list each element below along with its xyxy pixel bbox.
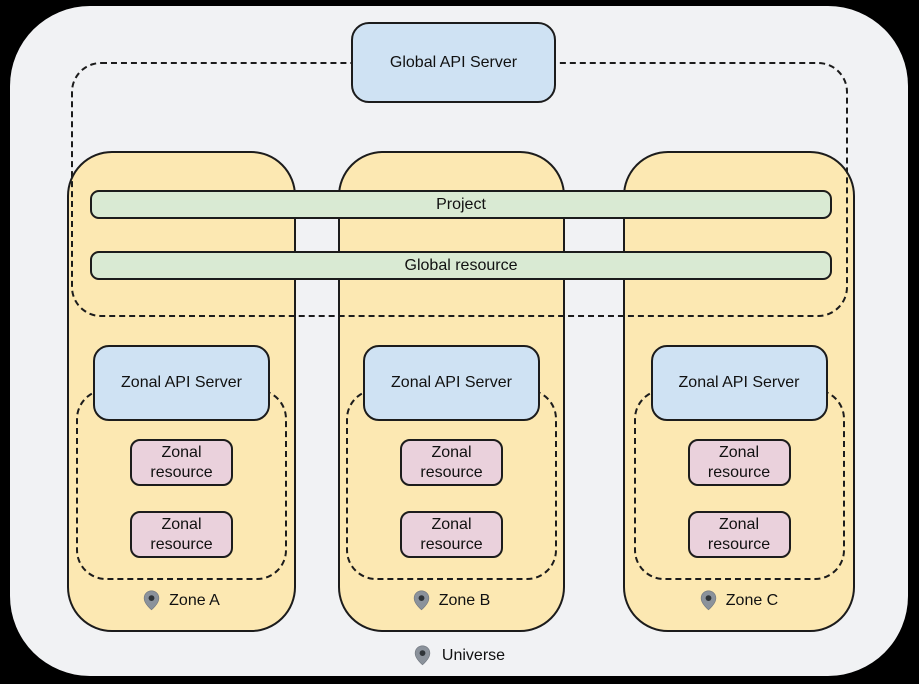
- universe-name: Universe: [441, 646, 506, 664]
- zone-name: Zone B: [438, 591, 491, 609]
- zonal-resource-label: Zonal resource: [707, 444, 771, 481]
- universe-label: Universe: [0, 645, 919, 666]
- project-bar-label: Project: [436, 195, 486, 213]
- location-pin-icon: [143, 590, 160, 611]
- zonal-api-server-node: Zonal API Server: [650, 345, 828, 421]
- zonal-api-server-label: Zonal API Server: [678, 374, 800, 391]
- zone-container-b: Zonal API Server Zonal resource Zonal re…: [338, 151, 565, 632]
- zonal-resource-node: Zonal resource: [687, 511, 791, 558]
- location-pin-icon: [414, 645, 431, 666]
- zonal-resource-node: Zonal resource: [130, 439, 233, 486]
- zone-name: Zone C: [725, 591, 779, 609]
- zone-name: Zone A: [169, 591, 220, 609]
- zonal-api-server-node: Zonal API Server: [93, 345, 270, 421]
- zonal-resource-node: Zonal resource: [687, 439, 791, 486]
- zonal-resource-label: Zonal resource: [150, 516, 213, 553]
- zonal-api-server-node: Zonal API Server: [363, 345, 540, 421]
- global-api-server-label: Global API Server: [389, 53, 518, 71]
- location-pin-icon: [700, 590, 717, 611]
- zonal-api-server-label: Zonal API Server: [391, 374, 512, 391]
- zonal-resource-node: Zonal resource: [130, 511, 233, 558]
- global-resource-bar: Global resource: [90, 251, 832, 280]
- zonal-resource-node: Zonal resource: [400, 511, 503, 558]
- zonal-api-server-label: Zonal API Server: [121, 374, 242, 391]
- zone-container-c: Zonal API Server Zonal resource Zonal re…: [623, 151, 855, 632]
- zone-label: Zone C: [625, 590, 853, 611]
- location-pin-icon: [413, 590, 430, 611]
- zonal-resource-label: Zonal resource: [150, 444, 213, 481]
- zonal-resource-label: Zonal resource: [707, 516, 771, 553]
- project-bar: Project: [90, 190, 832, 219]
- zone-container-a: Zonal API Server Zonal resource Zonal re…: [67, 151, 296, 632]
- zone-label: Zone B: [340, 590, 563, 611]
- zonal-resource-label: Zonal resource: [420, 516, 483, 553]
- zonal-resource-node: Zonal resource: [400, 439, 503, 486]
- global-resource-bar-label: Global resource: [404, 256, 518, 274]
- zone-label: Zone A: [69, 590, 294, 611]
- zonal-resource-label: Zonal resource: [420, 444, 483, 481]
- global-api-server-node: Global API Server: [351, 22, 556, 103]
